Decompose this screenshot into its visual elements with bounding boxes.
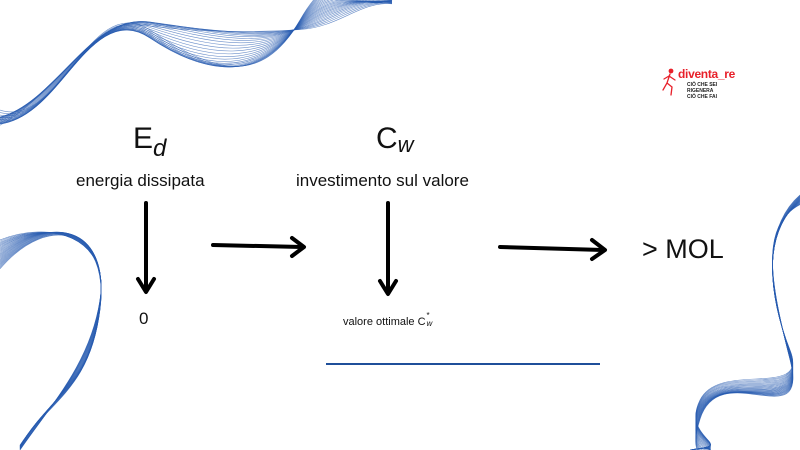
wave-line [0,234,102,446]
wave-line [689,204,800,450]
wave-line [0,232,102,449]
wave-line [0,0,393,121]
wave-line [0,232,102,449]
wave-line [0,232,102,447]
investment-symbol: Cw [376,122,414,157]
wave-line [0,231,102,450]
wave-line [0,232,102,448]
wave-line [0,231,102,448]
wave-top-decoration [0,0,393,126]
wave-line [0,0,393,124]
wave-line [0,232,102,450]
wave-right-decoration [689,194,800,450]
wave-line [0,0,392,124]
wave-line [0,234,102,446]
wave-line [0,2,393,122]
arrow-right-2 [498,238,607,261]
wave-line [0,0,393,125]
wave-line [0,231,102,450]
wave-line [0,1,393,119]
wave-line [0,0,393,122]
wave-line [0,234,102,446]
logo-name: diventa_re [678,67,736,81]
wave-line [0,232,102,449]
wave-line [0,231,102,448]
energy-symbol: Ed [133,122,167,162]
mol-label: > MOL [642,234,724,264]
wave-line [0,232,102,449]
logo-runner-icon [662,68,676,96]
wave-line [0,0,393,124]
energy-result: 0 [139,309,149,328]
brand-logo: diventa_re CIÒ CHE SEI RIGENERA CIÒ CHE … [660,67,740,101]
wave-line [0,0,393,125]
wave-line [0,232,102,450]
wave-line [0,233,102,447]
arrow-down-left [136,201,156,294]
wave-line [0,233,102,446]
wave-line [0,232,102,450]
logo-line-1: CIÒ CHE SEI [687,82,718,88]
wave-line [0,0,393,123]
wave-line [0,3,393,126]
logo-line-2: RIGENERA [687,88,714,94]
wave-line [0,0,316,115]
logo-line-3: CIÒ CHE FAI [687,94,718,100]
wave-line [0,0,392,123]
energy-caption: energia dissipata [76,171,205,190]
wave-line [0,232,102,449]
optimal-value-label: valore ottimale C*w [343,311,433,329]
wave-line [0,232,102,447]
wave-line [0,232,102,448]
wave-line [0,232,102,447]
wave-line [0,0,315,113]
wave-line [0,232,102,447]
wave-line [0,1,393,120]
wave-line [0,0,393,118]
wave-left-decoration [0,231,102,450]
arrow-down-mid [378,201,398,296]
arrow-right-1 [211,236,306,258]
wave-line [0,2,393,124]
wave-line [0,232,102,450]
wave-line [0,232,102,448]
investment-caption: investimento sul valore [296,171,469,190]
wave-line [0,232,102,450]
